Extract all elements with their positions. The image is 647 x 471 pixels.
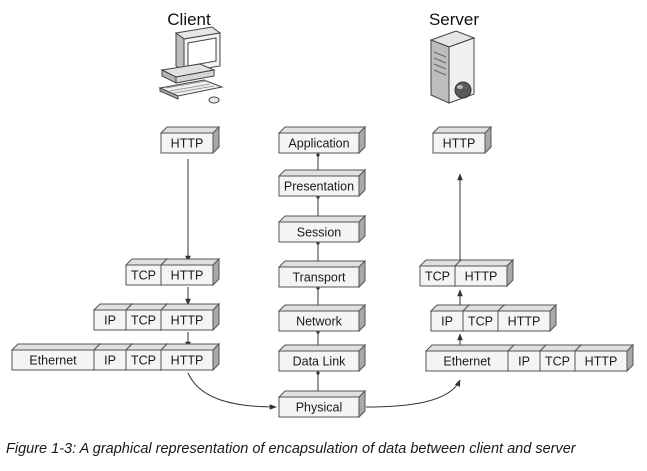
- server-transport-http-segment: HTTP: [453, 258, 515, 288]
- server-network-tcp-segment-label: TCP: [468, 315, 493, 329]
- osi-layer-network-label: Network: [296, 315, 343, 329]
- osi-layer-presentation: Presentation: [277, 168, 367, 198]
- server-heading: Server: [429, 10, 479, 29]
- client-datalink-ethernet-segment-label: Ethernet: [29, 354, 77, 368]
- client-network-http-segment-label: HTTP: [171, 314, 204, 328]
- osi-layer-transport: Transport: [277, 259, 367, 289]
- server-application-http-segment-label: HTTP: [443, 137, 476, 151]
- client-network-http-segment: HTTP: [159, 302, 221, 332]
- client-datalink-http-segment: HTTP: [159, 342, 221, 372]
- osi-layer-physical: Physical: [277, 389, 367, 419]
- server-network-http-segment: HTTP: [496, 303, 558, 333]
- osi-layer-transport-label: Transport: [292, 271, 346, 285]
- client-transport-http-segment: HTTP: [159, 257, 221, 287]
- osi-layer-data-link: Data Link: [277, 343, 367, 373]
- osi-layer-session-label: Session: [297, 226, 342, 240]
- server-datalink-ip-segment-label: IP: [518, 355, 530, 369]
- diagram-boxes: ApplicationPresentationSessionTransportN…: [10, 125, 635, 419]
- client-application-http-segment-label: HTTP: [171, 137, 204, 151]
- osi-layer-application-label: Application: [288, 137, 349, 151]
- server-network-http-segment-label: HTTP: [508, 315, 541, 329]
- osi-layer-physical-label: Physical: [296, 401, 343, 415]
- client-application-http-segment: HTTP: [159, 125, 221, 155]
- client-heading: Client: [167, 10, 211, 29]
- client-network-tcp-segment-label: TCP: [131, 314, 156, 328]
- client-network-ip-segment-label: IP: [104, 314, 116, 328]
- server-tower-icon: [429, 30, 476, 104]
- arrow-physical-to-server: [365, 379, 461, 408]
- server-transport-tcp-segment-label: TCP: [425, 270, 450, 284]
- server-datalink-http-segment-label: HTTP: [585, 355, 618, 369]
- client-datalink-ethernet-segment: Ethernet: [10, 342, 102, 372]
- figure-caption: Figure 1-3: A graphical representation o…: [6, 441, 576, 457]
- client-transport-tcp-segment-label: TCP: [131, 269, 156, 283]
- client-datalink-tcp-segment-label: TCP: [131, 354, 156, 368]
- client-datalink-ip-segment-label: IP: [104, 354, 116, 368]
- arrow-client-to-physical: [187, 372, 277, 410]
- osi-layer-data-link-label: Data Link: [293, 355, 347, 369]
- osi-layer-network: Network: [277, 303, 367, 333]
- server-transport-http-segment-label: HTTP: [465, 270, 498, 284]
- client-datalink-http-segment-label: HTTP: [171, 354, 204, 368]
- server-application-http-segment: HTTP: [431, 125, 493, 155]
- server-datalink-ethernet-segment-label: Ethernet: [443, 355, 491, 369]
- client-transport-http-segment-label: HTTP: [171, 269, 204, 283]
- desktop-computer-icon: [158, 26, 224, 104]
- osi-layer-session: Session: [277, 214, 367, 244]
- server-datalink-tcp-segment-label: TCP: [545, 355, 570, 369]
- server-flow: [365, 173, 463, 408]
- server-network-ip-segment-label: IP: [441, 315, 453, 329]
- osi-layer-application: Application: [277, 125, 367, 155]
- server-datalink-http-segment: HTTP: [573, 343, 635, 373]
- osi-layer-presentation-label: Presentation: [284, 180, 354, 194]
- server-datalink-ethernet-segment: Ethernet: [424, 343, 516, 373]
- client-flow: [185, 159, 277, 410]
